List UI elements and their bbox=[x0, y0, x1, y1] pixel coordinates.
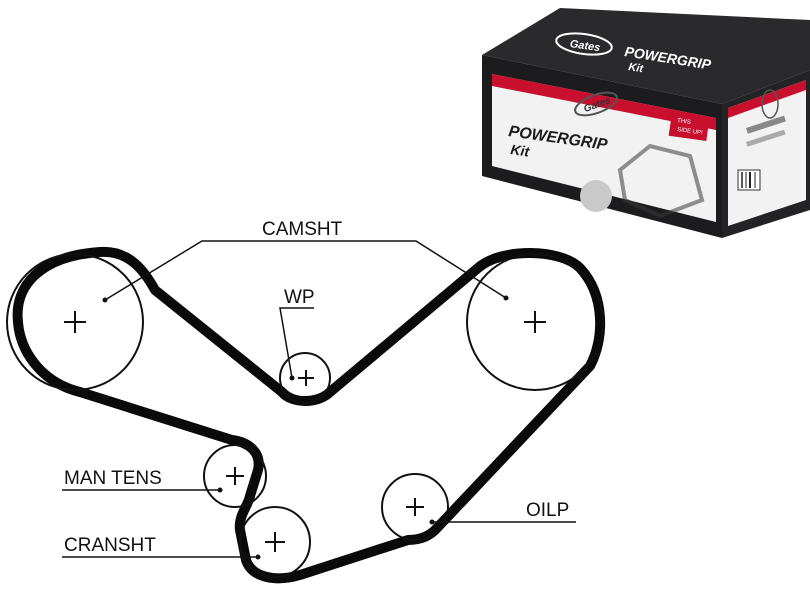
label-camshaft: CAMSHT bbox=[262, 219, 343, 240]
gates-logo-side bbox=[761, 89, 779, 119]
box-brand-top: Gates bbox=[569, 38, 601, 54]
box-side-stripe bbox=[728, 80, 806, 118]
belt-routing bbox=[12, 246, 606, 584]
camshaft-pulley-right bbox=[466, 253, 604, 391]
leader-dots bbox=[102, 295, 509, 560]
oil-pump-pulley bbox=[381, 473, 449, 541]
center-marks bbox=[64, 311, 546, 552]
box-subtitle-front: Kit bbox=[510, 141, 532, 160]
camshaft-leader bbox=[104, 240, 507, 301]
pulleys bbox=[6, 253, 604, 578]
box-pulley-graphic bbox=[580, 180, 612, 212]
box-side-text-2 bbox=[746, 129, 786, 147]
manual-tensioner-pulley bbox=[203, 444, 267, 508]
plus-icon bbox=[226, 467, 244, 485]
leader-lines bbox=[62, 240, 576, 558]
plus-icon bbox=[524, 311, 546, 333]
gates-logo-top bbox=[555, 32, 613, 56]
gates-logo-front bbox=[574, 91, 618, 117]
plus-icon bbox=[298, 370, 314, 386]
plus-icon bbox=[406, 498, 424, 516]
box-top-face bbox=[482, 8, 810, 104]
label-water-pump: WP bbox=[284, 287, 315, 308]
timing-belt bbox=[12, 246, 606, 584]
crankshaft-pulley bbox=[239, 506, 311, 578]
box-belt-graphic bbox=[617, 143, 705, 219]
box-red-stripe bbox=[492, 74, 716, 130]
box-side-text bbox=[746, 115, 786, 134]
label-oil-pump: OILP bbox=[526, 500, 569, 521]
water-pump-pulley bbox=[279, 352, 331, 404]
label-crankshaft: CRANSHT bbox=[64, 535, 156, 556]
product-box-image: Gates POWERGRIP Kit Gates POWERGRIP Kit … bbox=[482, 8, 810, 238]
plus-icon bbox=[64, 311, 86, 333]
plus-icon bbox=[265, 532, 285, 552]
water-pump-leader bbox=[279, 307, 314, 379]
sticker-text-2: SIDE UP! bbox=[677, 127, 704, 137]
sticker-text-1: THIS bbox=[677, 118, 691, 126]
this-side-up-sticker bbox=[668, 111, 710, 142]
label-manual-tensioner: MAN TENS bbox=[64, 468, 162, 489]
box-subtitle-top: Kit bbox=[628, 61, 646, 75]
camshaft-pulley-left bbox=[6, 253, 144, 391]
